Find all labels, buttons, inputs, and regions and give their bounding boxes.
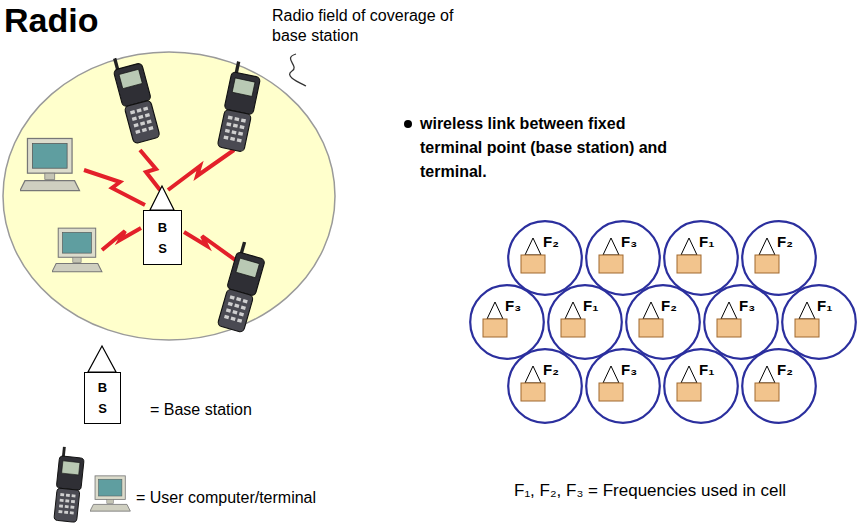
radio-cell: F₂ <box>507 348 583 424</box>
frequency-label: F₂ <box>543 233 559 251</box>
radio-cell: F₂ <box>741 220 817 296</box>
bullet-text: wireless link between fixed terminal poi… <box>420 112 672 184</box>
cell-circle <box>586 349 660 423</box>
cell-circle <box>742 349 816 423</box>
legend-item: = User computer/terminal <box>136 488 316 508</box>
leader-line <box>290 54 306 86</box>
cell-outline <box>625 284 701 360</box>
base-station-box: B S <box>143 210 182 265</box>
frequency-label: F₁ <box>699 233 714 251</box>
frequency-label: F₁ <box>583 297 598 315</box>
radio-link <box>168 150 234 190</box>
cell-circle <box>742 221 816 295</box>
radio-link <box>140 150 160 190</box>
frequency-label: F₁ <box>699 361 714 379</box>
cell-outline <box>507 348 583 424</box>
radio-cell: F₁ <box>781 284 857 360</box>
legend-text: = User computer/terminal <box>136 489 316 506</box>
cell-outline <box>741 220 817 296</box>
cell-outline <box>663 348 739 424</box>
cell-outline <box>547 284 623 360</box>
cell-outline <box>585 348 661 424</box>
cell-tower-icon <box>755 366 779 401</box>
cell-tower-icon <box>521 238 545 273</box>
mobile-phone <box>216 60 263 152</box>
cell-tower-icon <box>717 302 741 337</box>
cell-outline <box>781 284 857 360</box>
cell-outline <box>703 284 779 360</box>
mobile-phone <box>110 52 161 144</box>
cell-tower-icon <box>795 302 819 337</box>
frequency-label: F₃ <box>621 233 637 251</box>
radio-cell: F₂ <box>625 284 701 360</box>
radio-link <box>184 232 238 262</box>
radio-cell: F₃ <box>585 220 661 296</box>
radio-cell: F₂ <box>741 348 817 424</box>
mobile-phone <box>216 241 268 333</box>
cell-tower-icon <box>599 366 623 401</box>
coverage-area <box>3 52 335 340</box>
legend-text: = Base station <box>150 401 252 418</box>
computer-terminal <box>90 476 130 511</box>
cell-circle <box>586 221 660 295</box>
bullet-dot <box>404 120 412 128</box>
cell-circle <box>470 285 544 359</box>
cell-tower-icon <box>521 366 545 401</box>
cell-circle <box>508 221 582 295</box>
cell-circle <box>508 349 582 423</box>
radio-cell: F₃ <box>469 284 545 360</box>
cell-towers <box>483 238 819 401</box>
caption-note: F₁, F₂, F₃ = Frequencies used in cell <box>514 480 786 502</box>
base-station-box: B S <box>84 372 121 424</box>
computer-terminal <box>52 228 102 272</box>
cell-circle <box>704 285 778 359</box>
frequency-label: F₁ <box>817 297 832 315</box>
radio-cell: F₃ <box>585 348 661 424</box>
frequency-label: F₃ <box>739 297 755 315</box>
cell-circle <box>626 285 700 359</box>
cell-tower-icon <box>677 366 701 401</box>
frequency-label: F₂ <box>661 297 677 315</box>
cell-outline <box>469 284 545 360</box>
cell-tower-icon <box>677 238 701 273</box>
frequency-label: F₂ <box>777 233 793 251</box>
slide-title: Radio <box>4 0 98 40</box>
radio-cell: F₂ <box>507 220 583 296</box>
antenna-symbol <box>150 186 174 210</box>
radio-cell: F₃ <box>703 284 779 360</box>
cell-tower-icon <box>483 302 507 337</box>
cell-circle <box>664 221 738 295</box>
radio-links <box>84 150 238 262</box>
radio-link <box>102 228 141 250</box>
station-label: B S <box>158 217 167 259</box>
radio-cell: F₁ <box>663 220 739 296</box>
cell-tower-icon <box>599 238 623 273</box>
legend-item: = Base station <box>150 400 252 420</box>
mobile-phone <box>53 446 85 522</box>
cell-tower-icon <box>561 302 585 337</box>
cell-outline <box>585 220 661 296</box>
frequency-label: F₂ <box>543 361 559 379</box>
frequency-label: F₃ <box>621 361 637 379</box>
cell-outline <box>663 220 739 296</box>
antenna-symbol <box>88 346 116 372</box>
cell-circle <box>664 349 738 423</box>
cell-circle <box>782 285 856 359</box>
callout-label: Radio field of coverage of base station <box>272 6 460 46</box>
station-label: B S <box>98 377 107 419</box>
radio-cell: F₁ <box>547 284 623 360</box>
computer-terminal <box>20 138 79 190</box>
cell-outline <box>741 348 817 424</box>
cell-outline <box>507 220 583 296</box>
cell-circle <box>548 285 622 359</box>
radio-link <box>84 170 145 205</box>
frequency-label: F₂ <box>777 361 793 379</box>
frequency-label: F₃ <box>505 297 521 315</box>
radio-cell: F₁ <box>663 348 739 424</box>
cell-tower-icon <box>755 238 779 273</box>
cell-tower-icon <box>639 302 663 337</box>
